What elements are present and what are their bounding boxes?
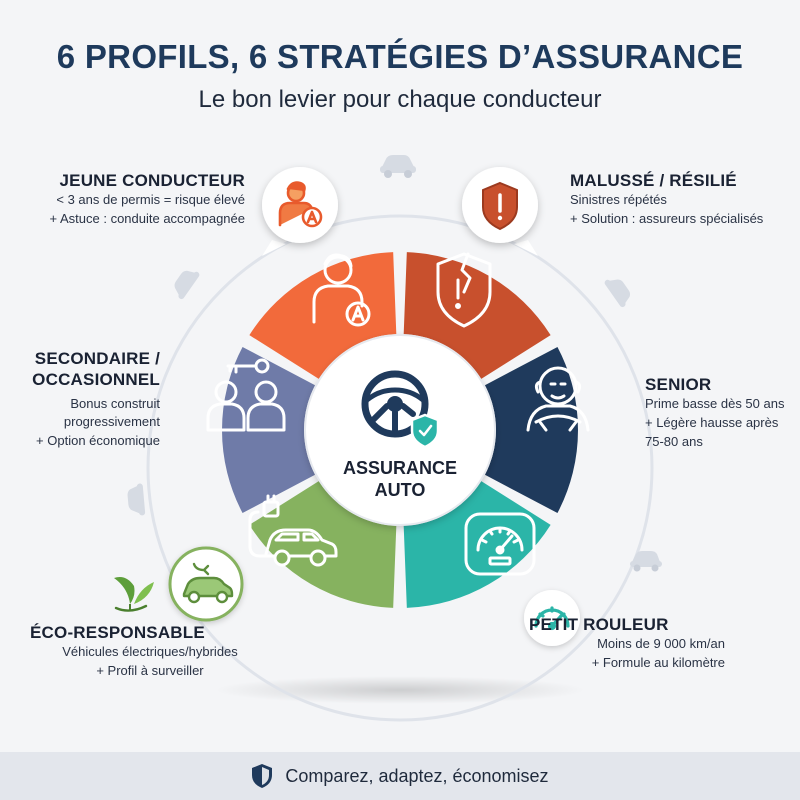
segment-senior bbox=[484, 346, 578, 514]
footer-text: Comparez, adaptez, économisez bbox=[285, 765, 549, 786]
profile-small-driver: PETIT ROULEUR Moins de 9 000 km/an + For… bbox=[525, 614, 725, 673]
decor-car-icon bbox=[604, 279, 631, 308]
profile-name: SECONDAIRE / bbox=[34, 349, 160, 368]
center-line-2: AUTO bbox=[375, 480, 426, 500]
profile-line: + Solution : assureurs spécialisés bbox=[570, 211, 764, 227]
profile-line: + Option économique bbox=[36, 433, 160, 449]
shield-icon bbox=[252, 764, 273, 788]
center-hub: ASSURANCE AUTO bbox=[304, 334, 496, 526]
page-subtitle: Le bon levier pour chaque conducteur bbox=[198, 86, 602, 113]
decor-car-icon bbox=[630, 551, 662, 572]
decor-car-icon bbox=[127, 483, 146, 516]
leaf-icon bbox=[114, 577, 154, 612]
profile-name: MALUSSÉ / RÉSILIÉ bbox=[570, 171, 737, 190]
profile-line: + Légère hausse après bbox=[645, 415, 779, 431]
malus-callout bbox=[462, 167, 538, 256]
young-driver-callout bbox=[262, 167, 338, 256]
profile-name: PETIT ROULEUR bbox=[529, 615, 669, 634]
senior-driver-icon bbox=[526, 366, 590, 432]
profile-line: + Formule au kilomètre bbox=[591, 655, 725, 671]
profile-line: Prime basse dès 50 ans bbox=[645, 396, 785, 412]
electric-car-icon bbox=[248, 494, 338, 567]
young-driver-icon bbox=[312, 253, 371, 327]
broken-shield-icon bbox=[436, 252, 492, 328]
outer-ring bbox=[146, 214, 654, 722]
profile-name: JEUNE CONDUCTEUR bbox=[59, 171, 245, 190]
segment-eco bbox=[249, 481, 397, 608]
center-line-1: ASSURANCE bbox=[343, 458, 457, 478]
wheel-shadow bbox=[215, 676, 585, 704]
profile-senior: SENIOR Prime basse dès 50 ans + Légère h… bbox=[645, 374, 795, 452]
profile-line: 75-80 ans bbox=[645, 433, 703, 449]
profile-line: Moins de 9 000 km/an bbox=[597, 636, 725, 652]
footer-bar: Comparez, adaptez, économisez bbox=[0, 752, 800, 800]
profile-name: OCCASIONNEL bbox=[32, 370, 160, 390]
profile-young-driver: JEUNE CONDUCTEUR < 3 ans de permis = ris… bbox=[5, 170, 246, 229]
check-shield-icon bbox=[410, 413, 440, 449]
profile-eco: ÉCO-RESPONSABLE Véhicules électriques/hy… bbox=[30, 622, 270, 681]
profile-name: SENIOR bbox=[645, 375, 712, 394]
decor-cars bbox=[127, 155, 662, 572]
profile-line: + Astuce : conduite accompagnée bbox=[49, 211, 246, 227]
shared-users-key-icon bbox=[206, 358, 286, 432]
profile-line: Sinistres répétés bbox=[570, 192, 667, 208]
speedometer-gauge-icon bbox=[464, 512, 536, 576]
segment-malus bbox=[403, 252, 551, 379]
eco-callout bbox=[114, 546, 244, 622]
profile-line: Bonus construit bbox=[70, 395, 160, 411]
page-title: 6 PROFILS, 6 STRATÉGIES D’ASSURANCE bbox=[56, 38, 744, 75]
profile-name: ÉCO-RESPONSABLE bbox=[30, 623, 205, 642]
profile-line: < 3 ans de permis = risque élevé bbox=[56, 192, 245, 208]
steering-wheel-icon bbox=[361, 370, 440, 449]
profile-line: progressivement bbox=[63, 414, 160, 430]
decor-car-icon bbox=[174, 270, 200, 300]
warning-shield-icon bbox=[482, 181, 518, 231]
profile-line: Véhicules électriques/hybrides bbox=[62, 644, 238, 660]
decor-car-icon bbox=[380, 155, 416, 178]
profile-malus: MALUSSÉ / RÉSILIÉ Sinistres répétés + So… bbox=[570, 170, 795, 229]
profile-line: + Profil à surveiller bbox=[96, 663, 204, 679]
small-driver-callout bbox=[524, 590, 580, 646]
segment-young-driver bbox=[249, 252, 397, 379]
profile-secondary: SECONDAIRE / OCCASIONNEL Bonus construit… bbox=[10, 348, 160, 451]
